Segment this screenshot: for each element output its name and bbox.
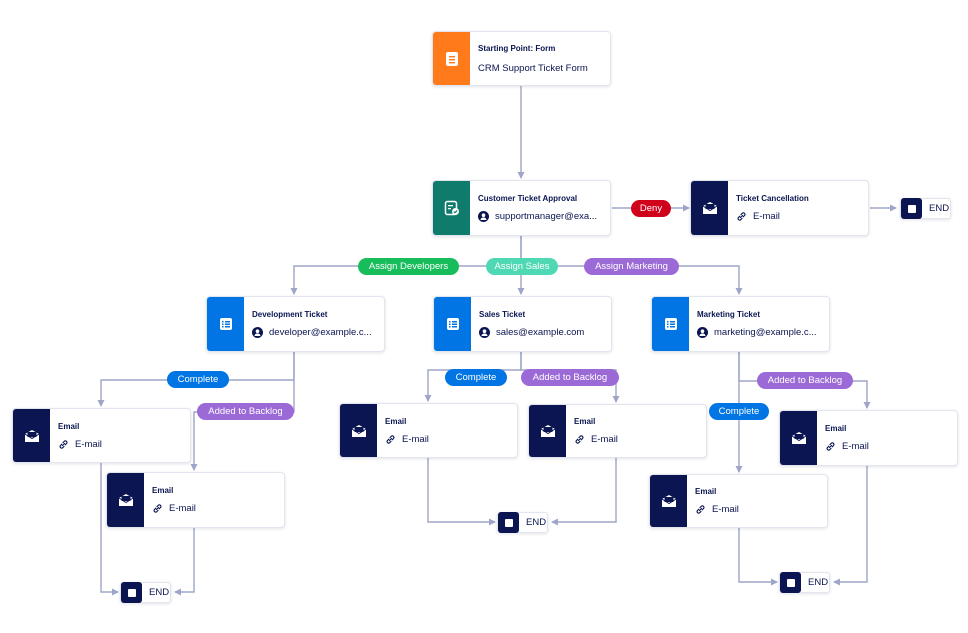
end-label: END [149, 587, 170, 598]
edge-email2-end [174, 528, 195, 596]
node-assignee: marketing@example.c... [697, 327, 821, 338]
edge-dev-email2 [190, 352, 295, 471]
edge-email6-end [833, 466, 868, 586]
form-icon [433, 32, 470, 85]
end-node-marketing[interactable]: END [779, 572, 830, 593]
assign-sales-label[interactable]: Assign Sales [486, 258, 558, 275]
edge-email1-end [100, 463, 119, 596]
added-to-backlog-label-dev[interactable]: Added to Backlog [197, 403, 294, 420]
edge-email4-end [551, 458, 617, 526]
development-ticket-node[interactable]: Development Ticket developer@example.c..… [206, 296, 385, 352]
end-label: END [929, 203, 950, 214]
node-title: Starting Point: Form [478, 43, 556, 53]
task-icon [434, 297, 471, 351]
end-node-cancel[interactable]: END [900, 198, 951, 219]
node-action: E-mail [736, 211, 860, 222]
end-node-sales[interactable]: END [497, 512, 548, 533]
node-action: E-mail [825, 441, 949, 452]
approval-node[interactable]: Customer Ticket Approval supportmanager@… [432, 180, 611, 236]
email-icon [340, 404, 377, 457]
task-icon [207, 297, 244, 351]
node-title: Development Ticket [252, 310, 328, 319]
node-action: E-mail [58, 439, 182, 450]
sales-ticket-node[interactable]: Sales Ticket sales@example.com [433, 296, 612, 352]
task-icon [652, 297, 689, 351]
assign-marketing-label[interactable]: Assign Marketing [584, 258, 679, 275]
stop-icon [121, 582, 142, 603]
link-icon [152, 503, 163, 514]
end-node-dev[interactable]: END [120, 582, 171, 603]
node-title: Email [385, 416, 407, 426]
email-icon [780, 411, 817, 465]
node-title: Sales Ticket [479, 310, 526, 319]
link-icon [825, 441, 836, 452]
email-node-5[interactable]: Email E-mail [649, 474, 828, 528]
node-title: Customer Ticket Approval [478, 194, 578, 203]
end-label: END [526, 517, 547, 528]
node-assignee: supportmanager@exa... [478, 211, 602, 222]
complete-label-sales[interactable]: Complete [445, 369, 507, 386]
complete-label-dev[interactable]: Complete [167, 371, 229, 388]
edge-email3-end [427, 458, 496, 526]
node-assignee: developer@example.c... [252, 327, 376, 338]
link-icon [574, 434, 585, 445]
start-form-node[interactable]: Starting Point: Form CRM Support Ticket … [432, 31, 611, 86]
email-icon [650, 475, 687, 527]
stop-icon [498, 512, 519, 533]
node-title: Ticket Cancellation [736, 194, 809, 203]
complete-label-marketing[interactable]: Complete [709, 403, 769, 420]
email-node-3[interactable]: Email E-mail [339, 403, 518, 458]
link-icon [58, 439, 69, 450]
node-action: E-mail [574, 434, 698, 445]
node-title: Email [574, 417, 596, 426]
node-title: Email [695, 487, 717, 496]
link-icon [736, 211, 747, 222]
node-action: E-mail [385, 434, 509, 445]
end-label: END [808, 577, 829, 588]
added-to-backlog-label-marketing[interactable]: Added to Backlog [757, 372, 853, 389]
email-icon [529, 405, 566, 457]
email-icon [691, 181, 728, 235]
node-action: E-mail [695, 504, 819, 515]
assign-developers-label[interactable]: Assign Developers [358, 258, 459, 275]
edge-email5-end [738, 528, 778, 586]
email-icon [13, 409, 50, 462]
stop-icon [780, 572, 801, 593]
approval-icon [433, 181, 470, 235]
email-icon [107, 473, 144, 527]
node-title: Email [58, 421, 80, 431]
link-icon [385, 434, 396, 445]
user-icon [252, 327, 263, 338]
marketing-ticket-node[interactable]: Marketing Ticket marketing@example.c... [651, 296, 830, 352]
email-node-1[interactable]: Email E-mail [12, 408, 191, 463]
email-node-2[interactable]: Email E-mail [106, 472, 285, 528]
node-action: E-mail [152, 503, 276, 514]
deny-label[interactable]: Deny [631, 200, 671, 217]
user-icon [479, 327, 490, 338]
email-node-6[interactable]: Email E-mail [779, 410, 958, 466]
user-icon [697, 327, 708, 338]
node-subtitle: CRM Support Ticket Form [478, 62, 588, 74]
stop-icon [901, 198, 922, 219]
node-assignee: sales@example.com [479, 327, 603, 338]
node-title: Marketing Ticket [697, 310, 760, 319]
user-icon [478, 211, 489, 222]
added-to-backlog-label-sales[interactable]: Added to Backlog [521, 369, 619, 386]
email-node-4[interactable]: Email E-mail [528, 404, 707, 458]
node-title: Email [825, 424, 847, 433]
node-title: Email [152, 486, 174, 495]
link-icon [695, 504, 706, 515]
cancel-node[interactable]: Ticket Cancellation E-mail [690, 180, 869, 236]
